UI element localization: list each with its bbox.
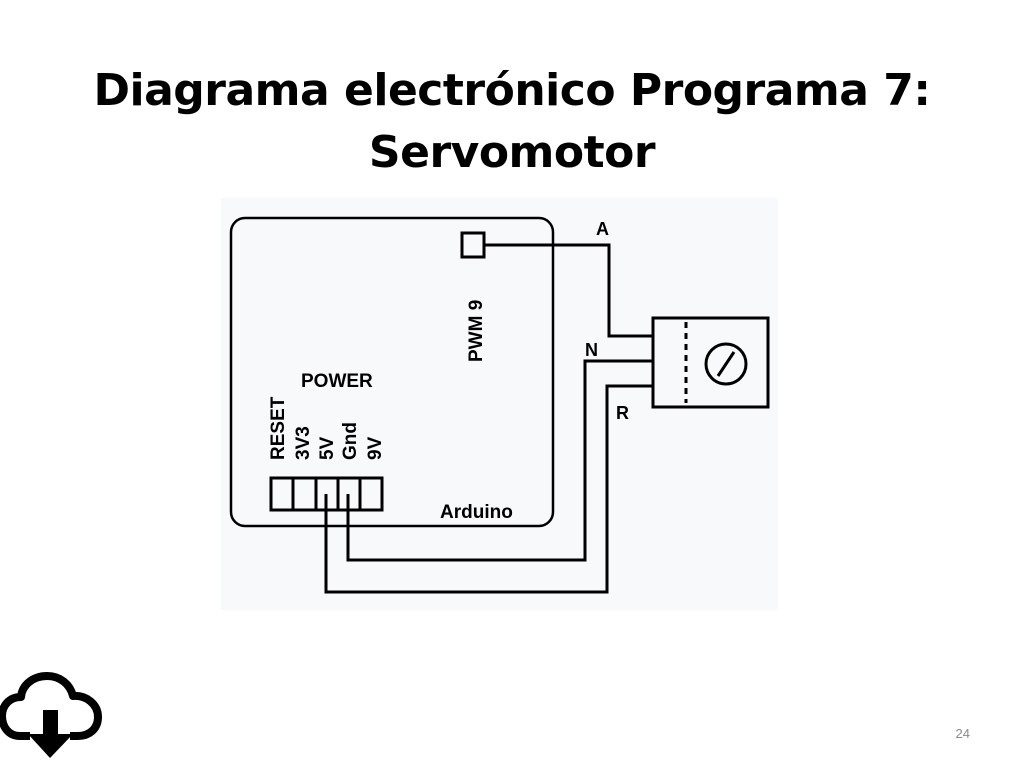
pin-label-3v3: 3V3 (293, 426, 314, 460)
arduino-board (229, 216, 555, 528)
wire-signal (484, 243, 653, 338)
page-number: 24 (955, 726, 970, 741)
pwm-label: PWM 9 (466, 300, 487, 362)
servo-rotor-icon (704, 342, 748, 386)
wire-power (346, 359, 653, 562)
board-label: Arduino (440, 502, 513, 523)
slide-title: Diagrama electrónico Programa 7: Servomo… (0, 60, 1024, 184)
pin-label-reset: RESET (268, 396, 289, 460)
wires (324, 243, 653, 594)
wire-ground (324, 384, 653, 594)
servo-rotor-arm (716, 351, 736, 377)
wire-label-r: R (616, 403, 629, 423)
cloud-download-icon (0, 672, 102, 758)
pin-label-5v: 5V (317, 436, 338, 460)
power-label: POWER (301, 371, 373, 392)
servo-body (651, 316, 770, 409)
download-button[interactable] (0, 672, 104, 760)
wire-label-n: N (585, 340, 598, 360)
pin-label-9v: 9V (365, 436, 386, 460)
title-line-2: Servomotor (368, 127, 656, 178)
title-line-1: Diagrama electrónico Programa 7: (93, 65, 931, 116)
pwm-pin (460, 231, 486, 259)
pin-label-gnd: Gnd (340, 422, 361, 460)
circuit-diagram: PWM 9 POWER RESET 3V3 5V Gnd 9V Arduino (221, 198, 778, 610)
wire-label-a: A (596, 219, 609, 239)
